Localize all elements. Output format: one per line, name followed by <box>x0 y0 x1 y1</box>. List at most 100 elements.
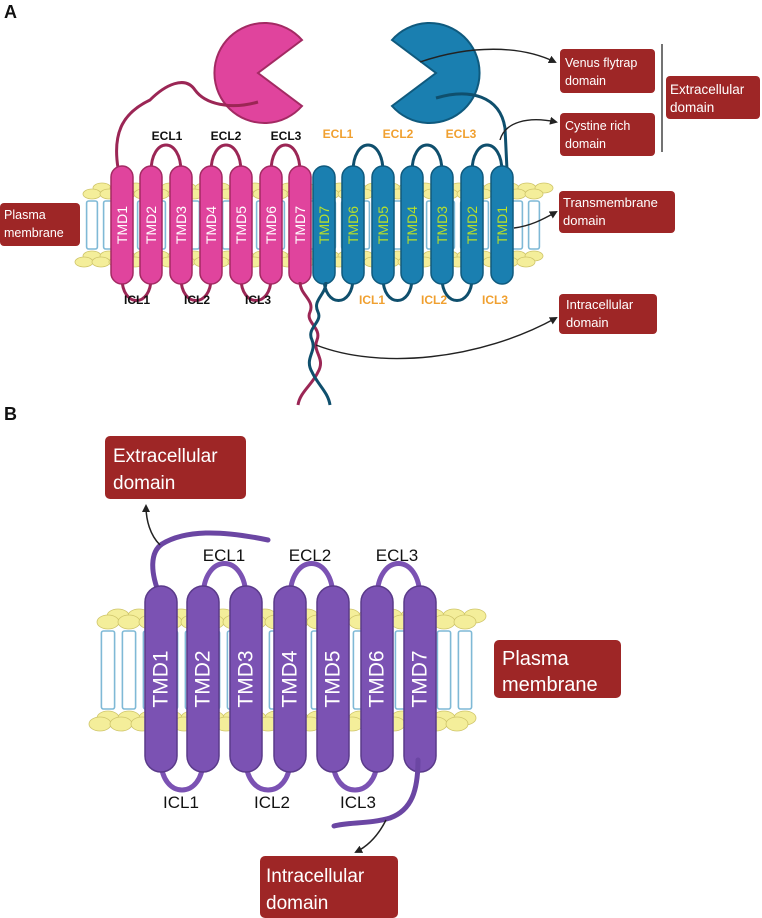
lipid-head <box>445 716 469 732</box>
helix-tmd3: TMD3 <box>430 165 454 285</box>
helix-tmd1: TMD1 <box>110 165 134 285</box>
arrow-to-intracellular-box-b <box>354 819 387 853</box>
helix-label: TMD6 <box>263 206 279 244</box>
loop-segment <box>287 561 336 599</box>
helix-label: TMD5 <box>375 206 391 244</box>
helix-label: TMD5 <box>322 650 345 707</box>
helix-body <box>110 165 134 285</box>
n-terminal-chain-blue <box>435 92 509 171</box>
helix-label: TMD3 <box>173 206 189 244</box>
loop-segment <box>120 277 153 302</box>
panel-a-label: A <box>4 2 17 22</box>
loop-segment <box>200 561 249 599</box>
loop-label: ECL1 <box>152 129 183 143</box>
loop-label: ICL3 <box>245 293 271 307</box>
helix-body <box>460 165 484 285</box>
lipid-tail <box>100 630 116 710</box>
box-text-line: domain <box>566 315 609 330</box>
helix-label: TMD3 <box>434 206 450 244</box>
lipid-head <box>453 614 477 630</box>
helix-tmd2: TMD2 <box>460 165 484 285</box>
helix-tmd7: TMD7 <box>312 165 336 285</box>
loop-label: ICL2 <box>184 293 210 307</box>
n-terminal-chain-b <box>150 530 271 599</box>
helix-label: TMD6 <box>366 650 389 707</box>
transmembrane-domain-box: Transmembrane domain <box>559 191 675 233</box>
helix-body <box>430 165 454 285</box>
helix-body <box>186 585 220 773</box>
lipid-head <box>109 716 133 732</box>
helix-tmd3: TMD3 <box>229 585 263 773</box>
loop-label: ECL2 <box>383 127 414 141</box>
intracellular-domain-box-a: Intracellular domain <box>559 294 657 334</box>
loop-segment <box>269 143 302 173</box>
lipid-tail <box>436 630 452 710</box>
loop-label: ICL1 <box>359 293 385 307</box>
box-text-line: Transmembrane <box>563 195 658 210</box>
box-text-line: membrane <box>4 226 64 240</box>
box-text-line: Intracellular <box>566 297 634 312</box>
arrow-to-extracellular-box-b <box>142 504 161 546</box>
loop-label: ECL1 <box>323 127 354 141</box>
lipid-head <box>74 256 94 268</box>
helix-tmd1: TMD1 <box>144 585 178 773</box>
arrow-to-transmembrane-box <box>513 211 558 229</box>
lipid-tail <box>457 630 473 710</box>
helix-tmd5: TMD5 <box>316 585 350 773</box>
extracellular-loops-b <box>200 561 423 599</box>
c-terminal-chain-blue <box>307 281 332 406</box>
helix-label: TMD2 <box>143 206 159 244</box>
helix-body <box>400 165 424 285</box>
loop-segment <box>470 143 504 173</box>
helix-label: TMD7 <box>409 650 432 707</box>
extracellular-loops-a <box>149 143 504 173</box>
panel-b-label: B <box>4 404 17 424</box>
helix-body <box>273 585 307 773</box>
helix-tmd5: TMD5 <box>371 165 395 285</box>
intracellular-loops-a <box>120 277 474 302</box>
box-text-line: membrane <box>502 674 598 696</box>
box-text-line: domain <box>565 74 606 88</box>
loop-label: ECL3 <box>271 129 302 143</box>
loop-segment <box>179 277 213 302</box>
helix-body <box>229 165 253 285</box>
helix-body <box>312 165 336 285</box>
helix-label: TMD7 <box>292 206 308 244</box>
c-terminal-chain-pink <box>296 281 323 406</box>
box-text-line: Venus flytrap <box>565 56 637 70</box>
loop-label: ICL2 <box>254 793 290 812</box>
helix-body <box>259 165 283 285</box>
helix-tmd4: TMD4 <box>400 165 424 285</box>
loop-segment <box>149 143 183 173</box>
lipid-tail <box>121 630 137 710</box>
helix-label: TMD4 <box>279 650 302 707</box>
loop-label: ICL1 <box>124 293 150 307</box>
helix-body <box>490 165 514 285</box>
box-text-line: Extracellular <box>670 82 745 97</box>
loop-segment <box>239 277 273 302</box>
helix-body <box>341 165 365 285</box>
lipid-head <box>91 256 111 268</box>
helix-label: TMD1 <box>114 206 130 244</box>
helix-body <box>139 165 163 285</box>
venus-flytrap-lobe-blue <box>390 22 481 124</box>
helix-tmd2: TMD2 <box>186 585 220 773</box>
helix-label: TMD2 <box>192 650 215 707</box>
box-text-line: Cystine rich <box>565 119 630 133</box>
helix-label: TMD1 <box>150 650 173 707</box>
lipid-tail <box>85 200 99 250</box>
loop-segment <box>374 561 423 599</box>
n-terminal-chain-pink <box>115 81 259 169</box>
helix-label: TMD5 <box>233 206 249 244</box>
arrow-to-intracellular-box <box>315 317 558 360</box>
box-text-line: domain <box>563 213 606 228</box>
